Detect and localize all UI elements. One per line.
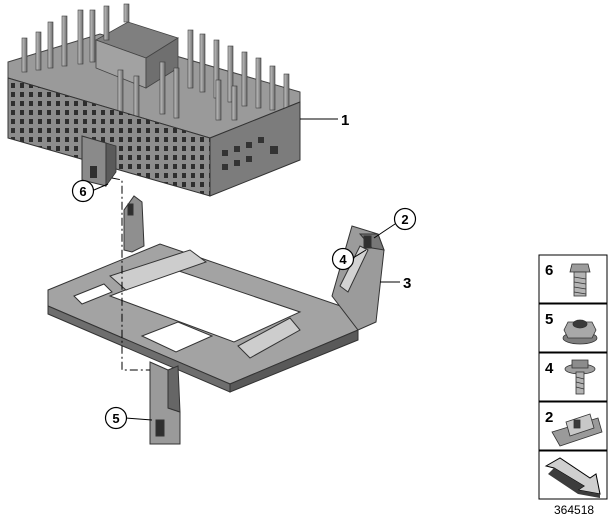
callout-6: 6 (71, 179, 95, 203)
label-bracket: 3 (403, 275, 411, 292)
alignment-line (111, 177, 150, 371)
legend-number-2: 2 (545, 409, 553, 426)
cooling-fins (21, 3, 290, 121)
mounting-bracket (47, 195, 385, 445)
leader-lines (93, 118, 400, 421)
callout-4: 4 (331, 247, 355, 271)
bolt-icon (569, 263, 591, 297)
diagram-number: 364518 (554, 503, 594, 517)
amplifier-module (7, 3, 301, 197)
legend-number-4: 4 (545, 360, 554, 377)
svg-text:4: 4 (339, 252, 347, 267)
flange-screw-icon (564, 359, 596, 395)
fastener-legend: 6 5 4 2 (538, 254, 608, 500)
direction-arrow-icon (544, 457, 601, 498)
label-module: 1 (341, 112, 349, 129)
spring-clip-icon (551, 413, 603, 447)
svg-text:5: 5 (112, 411, 119, 426)
hex-nut-icon (562, 319, 598, 345)
callout-5: 5 (104, 406, 128, 430)
callout-2: 2 (393, 207, 417, 231)
legend-number-6: 6 (545, 262, 553, 279)
svg-text:2: 2 (401, 212, 408, 227)
legend-number-5: 5 (545, 311, 553, 328)
svg-text:6: 6 (79, 184, 86, 199)
